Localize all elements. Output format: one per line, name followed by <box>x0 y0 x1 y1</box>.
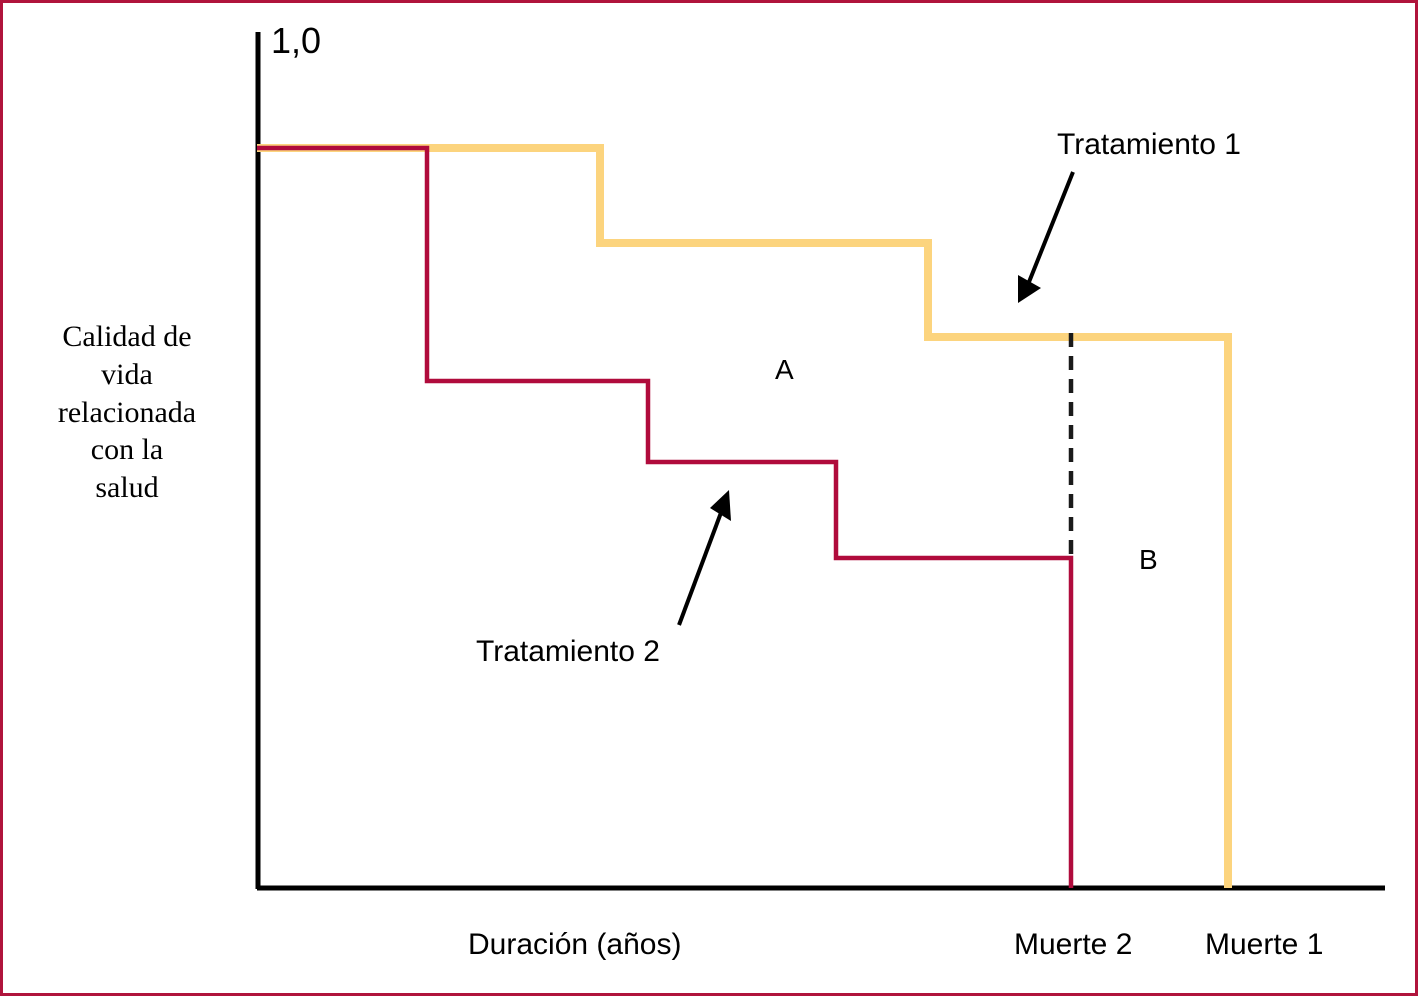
muerte-1-label: Muerte 1 <box>1205 928 1324 961</box>
area-a-label: A <box>775 354 794 385</box>
y-axis-max-label: 1,0 <box>271 20 322 61</box>
treatment2-arrow <box>677 490 731 626</box>
area-b-label: B <box>1139 544 1158 575</box>
series-tratamiento-1-line <box>257 144 1232 888</box>
series-tratamiento-2-line <box>257 145 1074 888</box>
x-axis-title: Duración (años) <box>468 928 682 961</box>
muerte-2-label: Muerte 2 <box>1014 928 1133 961</box>
y-axis-title: Calidad de vida relacionada con la salud <box>57 320 197 505</box>
treatment1-arrow <box>1018 171 1075 303</box>
treatment-1-label: Tratamiento 1 <box>1057 128 1241 161</box>
treatment-2-label: Tratamiento 2 <box>476 635 660 668</box>
